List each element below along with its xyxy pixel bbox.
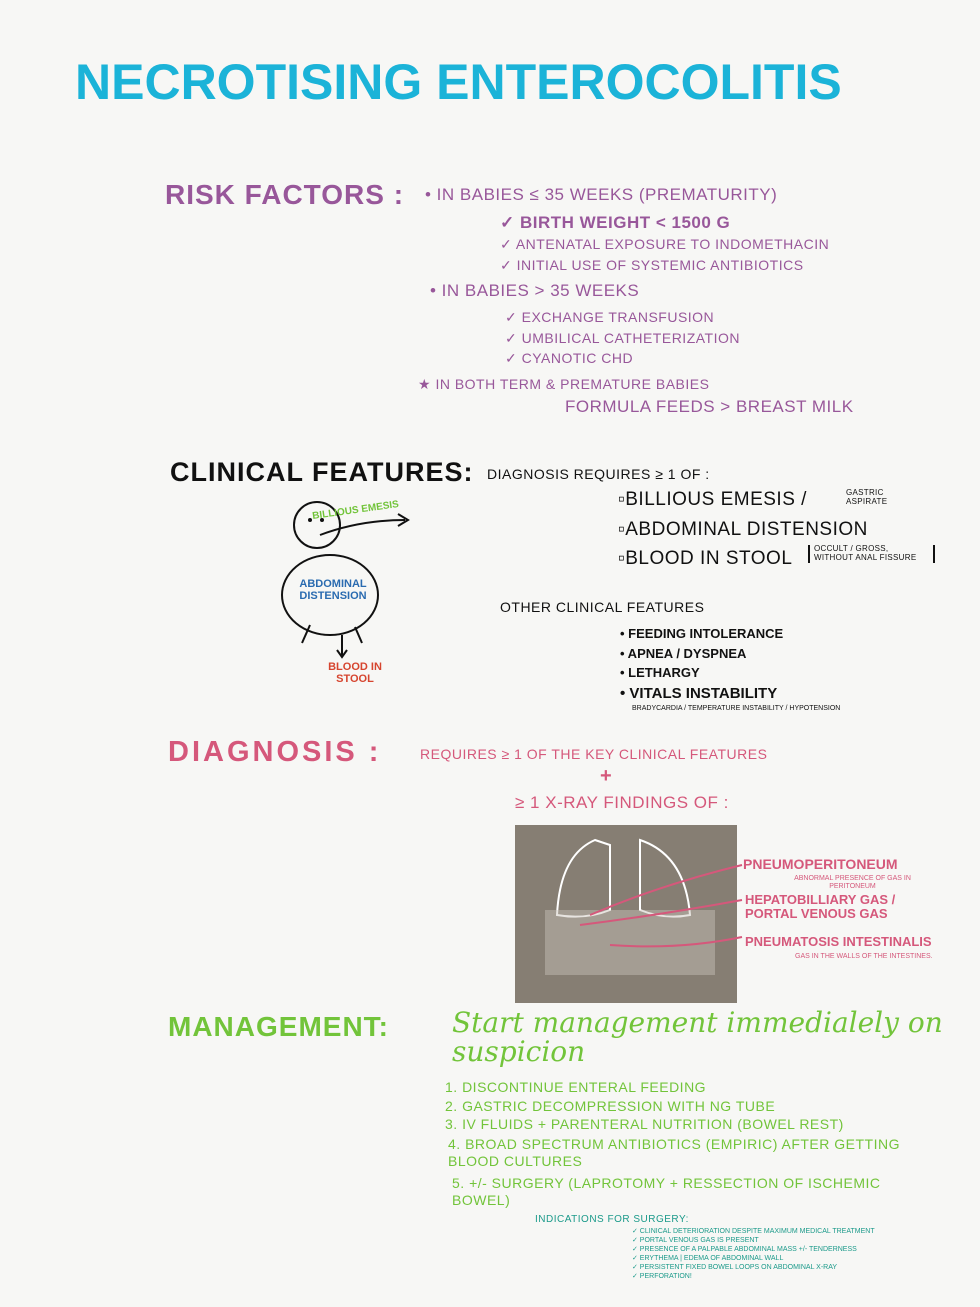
management-step: 1. Discontinue enteral feeding (445, 1079, 707, 1095)
emesis-arrow (319, 519, 406, 536)
key-feature-label: Billious emesis / (625, 489, 807, 510)
management-step: 3. IV fluids + parenteral nutrition (bow… (445, 1116, 844, 1132)
risk-item: ✓ Umbilical catheterization (505, 330, 740, 346)
vitals-note: Bradycardia / temperature instability / … (632, 705, 841, 712)
risk-both: ★ In both term & premature babies (418, 376, 710, 392)
diagnosis-requires: Requires ≥ 1 of the key clinical feature… (420, 746, 768, 762)
indication-item: ✓ Clinical deterioration despite maximum… (632, 1228, 875, 1235)
risk-item: ✓ Cyanotic CHD (505, 350, 634, 366)
indication-item: ✓ Erythema | edema of abdominal wall (632, 1255, 784, 1262)
diagnosis-heading: Diagnosis : (168, 736, 382, 768)
xray-arrows (579, 864, 743, 948)
xray-finding: Hepatobilliary gas / portal venous gas (745, 892, 896, 922)
risk-group-preterm: • In babies ≤ 35 weeks (prematurity) (425, 185, 778, 204)
other-feature: • Feeding intolerance (620, 626, 784, 641)
risk-factors-heading: Risk Factors : (165, 179, 405, 210)
risk-group-term: • In babies > 35 weeks (430, 281, 640, 300)
other-feature: • Lethargy (620, 665, 700, 680)
indication-item: ✓ Presence of a palpable abdominal mass … (632, 1246, 857, 1253)
stool-note: Occult / gross, without anal fissure (808, 544, 935, 563)
abdomen-label: Abdominal distension (299, 578, 367, 603)
management-step: 2. Gastric decompression with NG tube (445, 1098, 776, 1114)
xray-finding: Pneumatosis intestinalis (745, 934, 932, 949)
clinical-heading: Clinical Features: (170, 457, 474, 487)
xray-finding-note: Gas in the walls of the intestines. (795, 953, 933, 960)
other-feature: • Vitals instability (620, 685, 778, 702)
key-feature: ▫Billious emesis / (618, 489, 807, 510)
xray-image (515, 825, 737, 1003)
head-shape (293, 501, 341, 549)
baby-drawing (281, 501, 410, 659)
key-feature-label: Abdominal distension (625, 519, 868, 540)
key-feature: ▫Abdominal distension (618, 519, 868, 540)
stool-label: Blood in stool (328, 661, 382, 686)
management-intro: Start management immedialely on suspicio… (452, 1006, 943, 1069)
emesis-note: Gastric aspirate (846, 488, 888, 506)
indication-item: ✓ Persistent fixed bowel loops on abdomi… (632, 1264, 838, 1271)
risk-item: ✓ Birth weight < 1500 g (500, 213, 731, 232)
indications-heading: Indications for surgery: (535, 1214, 689, 1225)
risk-item: ✓ Initial use of systemic antibiotics (500, 257, 804, 273)
management-step: 4. Broad spectrum antibiotics (empiric) … (448, 1136, 900, 1169)
risk-formula: Formula feeds > Breast milk (565, 397, 854, 416)
clinical-requires: Diagnosis requires ≥ 1 of : (487, 466, 710, 482)
indication-item: ✓ Portal venous gas is present (632, 1237, 759, 1244)
diagnosis-plus: + (600, 765, 612, 787)
other-heading: Other clinical features (500, 599, 705, 615)
management-heading: Management: (168, 1011, 389, 1042)
body-shape (281, 554, 379, 636)
management-step: 5. +/- Surgery (laprotomy + ressection o… (452, 1175, 881, 1208)
risk-item: ✓ Exchange transfusion (505, 309, 715, 325)
key-feature: ▫Blood in stool (618, 548, 793, 569)
indication-item: ✓ Perforation! (632, 1273, 692, 1280)
other-feature: • Apnea / dyspnea (620, 646, 747, 661)
key-feature-label: Blood in stool (625, 548, 793, 569)
xray-finding-note: Abnormal presence of gas in peritoneum (794, 875, 911, 890)
xray-heading: ≥ 1 X-ray findings of : (515, 793, 729, 812)
xray-finding: Pneumoperitoneum (743, 856, 898, 872)
risk-item: ✓ Antenatal exposure to Indomethacin (500, 236, 830, 252)
page-title: Necrotising Enterocolitis (75, 54, 842, 110)
